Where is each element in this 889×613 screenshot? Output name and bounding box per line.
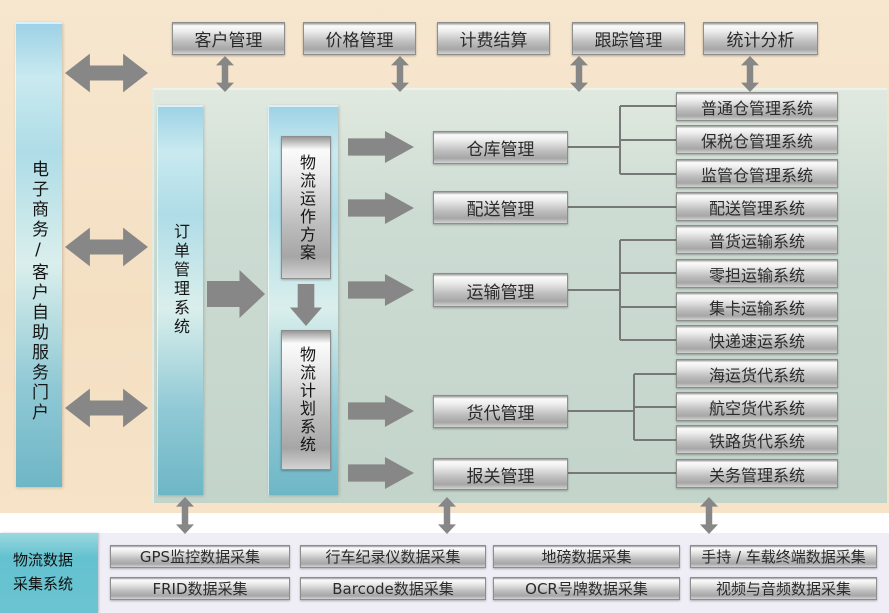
system-box: 零担运输系统 (676, 259, 838, 288)
system-box: 快递速运系统 (676, 325, 838, 354)
system-box: 集卡运输系统 (676, 292, 838, 321)
ecommerce-portal-bar: 电子商务/客户自助服务门户 (15, 22, 62, 487)
logistics-operation-plan-box: 物流运作方案 (281, 136, 331, 279)
collection-box-handheld-terminal: 手持 / 车载终端数据采集 (690, 545, 877, 568)
double-arrow-vertical (391, 56, 409, 92)
freight-forwarding-management-box: 货代管理 (433, 395, 568, 428)
data-collection-title-line1: 物流数据 (13, 551, 74, 569)
data-collection-title-box: 物流数据 采集系统 (0, 533, 98, 613)
collection-box-frid: FRID数据采集 (110, 577, 290, 600)
collection-box-gps: GPS监控数据采集 (110, 545, 290, 568)
collection-box-weighbridge: 地磅数据采集 (493, 545, 680, 568)
system-box: 关务管理系统 (676, 459, 838, 488)
distribution-management-box: 配送管理 (433, 191, 568, 224)
warehouse-management-box: 仓库管理 (433, 131, 568, 164)
system-box: 普货运输系统 (676, 225, 838, 254)
collection-box-ocr: OCR号牌数据采集 (493, 577, 680, 600)
order-management-system-label: 订单管理系统 (171, 223, 190, 337)
system-box: 配送管理系统 (676, 192, 838, 221)
double-arrow-vertical (570, 56, 588, 92)
transport-management-box: 运输管理 (433, 273, 568, 307)
top-module-billing-settlement: 计费结算 (437, 22, 550, 55)
system-box: 监管仓管理系统 (676, 159, 838, 188)
top-module-customer-management: 客户管理 (172, 22, 285, 55)
collection-box-driving-recorder: 行车纪录仪数据采集 (300, 545, 486, 568)
system-box: 普通仓管理系统 (676, 92, 838, 121)
double-arrow-vertical (438, 497, 456, 534)
top-module-tracking-management: 跟踪管理 (572, 22, 685, 55)
ecommerce-portal-label: 电子商务/客户自助服务门户 (28, 160, 48, 423)
order-management-system-bar: 订单管理系统 (157, 105, 203, 495)
double-arrow-vertical (216, 56, 234, 92)
system-box: 铁路货代系统 (676, 425, 838, 454)
system-box: 航空货代系统 (676, 392, 838, 421)
logistics-planning-system-box: 物流计划系统 (281, 330, 331, 470)
double-arrow-vertical (741, 56, 759, 92)
top-module-statistics-analysis: 统计分析 (703, 22, 818, 55)
collection-box-barcode: Barcode数据采集 (300, 577, 486, 600)
system-box: 海运货代系统 (676, 359, 838, 388)
top-module-price-management: 价格管理 (303, 22, 416, 55)
system-box: 保税仓管理系统 (676, 125, 838, 154)
double-arrow-vertical (176, 497, 194, 534)
data-collection-title-line2: 采集系统 (13, 575, 74, 593)
collection-box-audio-video: 视频与音频数据采集 (690, 577, 877, 600)
customs-declaration-management-box: 报关管理 (433, 458, 568, 490)
double-arrow-vertical (700, 497, 718, 534)
